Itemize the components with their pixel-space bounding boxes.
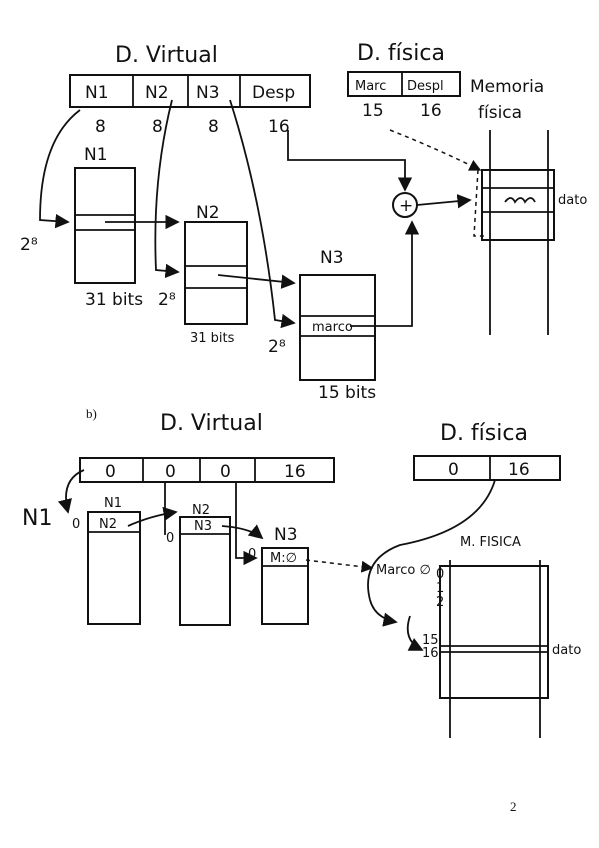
physical-address-box-b: 0 16	[413, 455, 561, 481]
n1-size: 2⁸	[20, 235, 38, 255]
bits-n1: 8	[95, 117, 106, 137]
field-b-n3: 0	[220, 462, 231, 482]
b-n2-label: N2	[192, 503, 210, 518]
physical-address-box: Marc Despl	[347, 71, 461, 97]
b-n1-table	[87, 511, 141, 625]
n3-width: 15 bits	[318, 383, 376, 403]
memory-title-2: física	[478, 103, 522, 123]
physical-address-title: D. física	[357, 41, 445, 66]
bits-n3: 8	[208, 117, 219, 137]
mem-row-2: 2	[436, 595, 444, 610]
b-n3-index: 0	[248, 547, 256, 562]
svg-text:+: +	[399, 196, 413, 216]
bits-marc: 15	[362, 101, 384, 121]
field-desp: Desp	[252, 83, 295, 103]
n2-table	[184, 221, 248, 325]
b-n1-entry: N2	[99, 517, 117, 532]
n3-label: N3	[320, 248, 344, 268]
b-n2-index: 0	[166, 531, 174, 546]
field-n1: N1	[85, 83, 109, 103]
virtual-address-box-b: 0 0 0 16	[79, 457, 335, 483]
field-b-despl: 16	[508, 460, 530, 480]
physical-memory-a	[481, 130, 555, 335]
field-despl: Despl	[407, 79, 444, 94]
field-marc: Marc	[355, 79, 386, 94]
field-n2: N2	[145, 83, 169, 103]
n2-label: N2	[196, 203, 220, 223]
field-b-n2: 0	[165, 462, 176, 482]
bits-despl: 16	[420, 101, 442, 121]
b-n3-label: N3	[274, 525, 298, 545]
field-b-marco: 0	[448, 460, 459, 480]
data-label-a: dato	[558, 193, 587, 208]
virtual-address-title: D. Virtual	[115, 43, 218, 68]
n1-side-label: N1	[22, 506, 52, 531]
field-b-n1: 0	[105, 462, 116, 482]
b-n1-label: N1	[104, 496, 122, 511]
b-n3-table	[261, 547, 309, 625]
virtual-address-box: N1 N2 N3 Desp	[69, 74, 311, 108]
n3-table	[299, 274, 376, 381]
field-b-desp: 16	[284, 462, 306, 482]
bits-n2: 8	[152, 117, 163, 137]
n1-table	[74, 167, 136, 284]
page-number: 2	[510, 799, 517, 814]
b-n3-entry: M:∅	[270, 551, 297, 566]
physical-memory-b	[439, 560, 549, 738]
mem-row-1: 1	[436, 581, 444, 596]
b-n1-index: 0	[72, 517, 80, 532]
virtual-address-title-b: D. Virtual	[160, 411, 263, 436]
n2-width: 31 bits	[190, 331, 235, 346]
field-n3: N3	[196, 83, 220, 103]
marco-label: Marco ∅	[376, 563, 431, 578]
n1-width: 31 bits	[85, 290, 143, 310]
section-b-label: b)	[86, 406, 97, 421]
adder: +	[392, 192, 418, 218]
b-n2-entry: N3	[194, 519, 212, 534]
memory-title-1: Memoria	[470, 77, 544, 97]
data-label-b: dato	[552, 643, 581, 658]
memory-title-b: M. FISICA	[460, 535, 521, 550]
b-n2-table	[179, 516, 231, 626]
physical-address-title-b: D. física	[440, 421, 528, 446]
n2-size: 2⁸	[158, 290, 176, 310]
bits-desp: 16	[268, 117, 290, 137]
mem-row-0: 0	[436, 567, 444, 582]
n3-entry: marco	[312, 320, 353, 335]
n3-size: 2⁸	[268, 337, 286, 357]
mem-row-16: 16	[422, 646, 439, 661]
mem-row-15: 15	[422, 633, 439, 648]
n1-label: N1	[84, 145, 108, 165]
